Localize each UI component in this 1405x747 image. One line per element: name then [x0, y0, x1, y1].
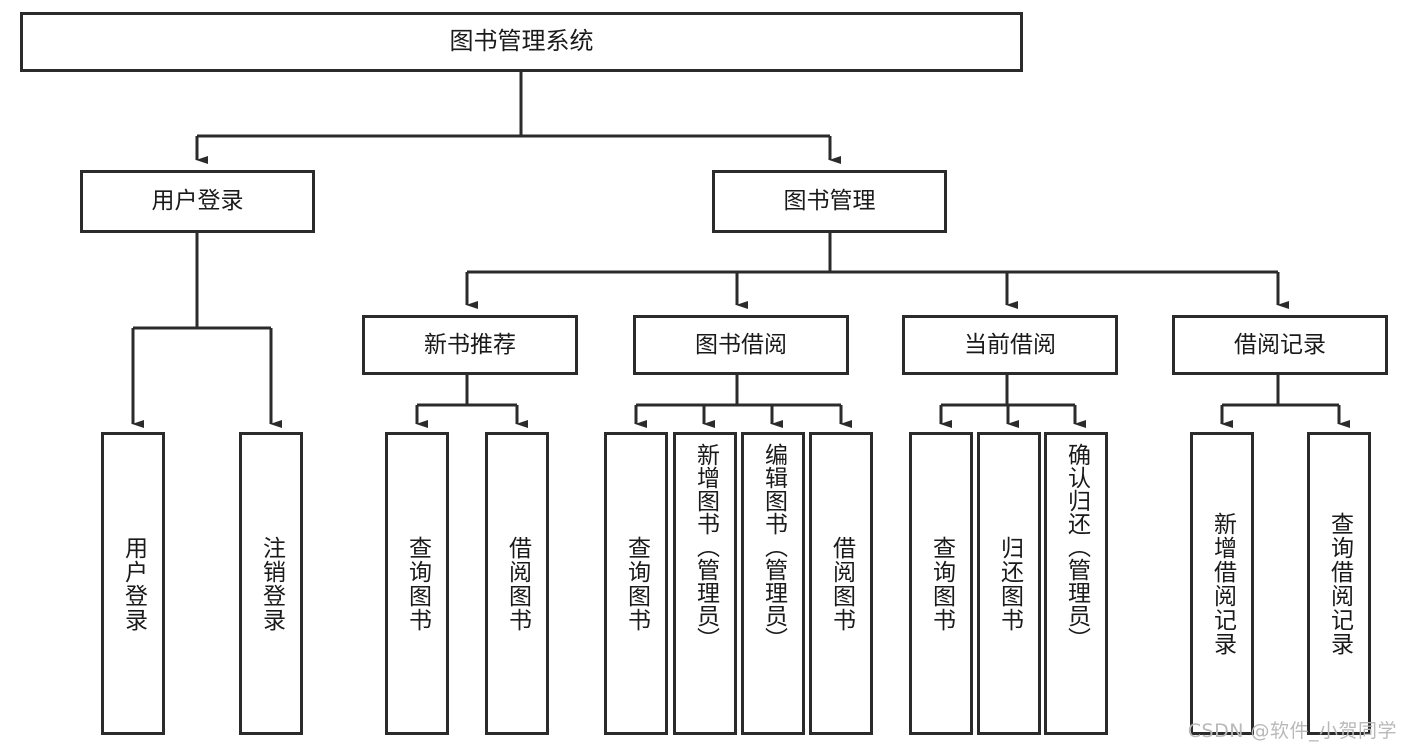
- leaf-borrow-record-query[interactable]: 查询借阅记录: [1307, 432, 1371, 735]
- node-label: 图书管理系统: [449, 27, 594, 56]
- node-label: 编辑图书（管理员）: [760, 443, 787, 650]
- leaf-book-borrow-add[interactable]: 新增图书（管理员）: [673, 432, 737, 735]
- node-label: 借阅图书: [504, 535, 531, 632]
- node-user-login[interactable]: 用户登录: [80, 170, 315, 233]
- node-book-borrow[interactable]: 图书借阅: [633, 315, 849, 375]
- node-label: 归还图书: [996, 535, 1023, 632]
- node-root-system[interactable]: 图书管理系统: [20, 12, 1023, 72]
- leaf-book-borrow-borrow[interactable]: 借阅图书: [809, 432, 873, 735]
- node-label: 查询借阅记录: [1326, 511, 1353, 656]
- node-label: 用户登录: [151, 188, 244, 215]
- node-new-book-recommend[interactable]: 新书推荐: [362, 315, 578, 375]
- node-label: 查询图书: [404, 535, 431, 632]
- leaf-book-borrow-query[interactable]: 查询图书: [604, 432, 668, 735]
- leaf-borrow-record-add[interactable]: 新增借阅记录: [1190, 432, 1254, 735]
- node-label: 注销登录: [258, 535, 285, 632]
- leaf-user-login-signin[interactable]: 用户登录: [101, 432, 165, 735]
- leaf-current-borrow-query[interactable]: 查询图书: [909, 432, 973, 735]
- node-label: 确认归还（管理员）: [1063, 443, 1090, 650]
- node-label: 当前借阅: [964, 331, 1056, 358]
- node-label: 借阅记录: [1234, 331, 1326, 358]
- leaf-current-borrow-confirm[interactable]: 确认归还（管理员）: [1044, 432, 1108, 735]
- node-borrow-record[interactable]: 借阅记录: [1172, 315, 1388, 375]
- node-label: 新增借阅记录: [1209, 511, 1236, 656]
- node-label: 图书借阅: [695, 331, 787, 358]
- node-label: 查询图书: [623, 535, 650, 632]
- node-label: 新增图书（管理员）: [692, 443, 719, 650]
- node-label: 用户登录: [120, 535, 147, 632]
- node-label: 图书管理: [783, 188, 876, 215]
- node-current-borrow[interactable]: 当前借阅: [902, 315, 1118, 375]
- leaf-book-borrow-edit[interactable]: 编辑图书（管理员）: [741, 432, 805, 735]
- node-label: 借阅图书: [828, 535, 855, 632]
- leaf-new-book-borrow[interactable]: 借阅图书: [485, 432, 549, 735]
- node-book-management[interactable]: 图书管理: [712, 170, 947, 233]
- leaf-current-borrow-return[interactable]: 归还图书: [977, 432, 1041, 735]
- leaf-new-book-query[interactable]: 查询图书: [385, 432, 449, 735]
- node-label: 查询图书: [928, 535, 955, 632]
- node-label: 新书推荐: [424, 331, 516, 358]
- leaf-user-login-signout[interactable]: 注销登录: [239, 432, 303, 735]
